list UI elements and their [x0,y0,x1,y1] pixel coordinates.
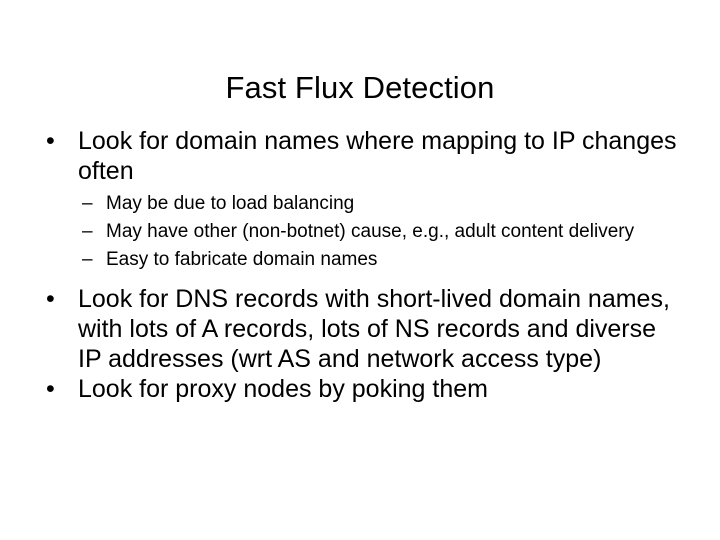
bullet-marker-icon: • [46,375,55,403]
sub-bullet-text: Easy to fabricate domain names [106,249,378,270]
sub-bullet-marker-icon: – [82,221,93,242]
bullet-text: Look for proxy nodes by poking them [78,375,488,403]
slide-body: • Look for domain names where mapping to… [42,126,682,404]
sub-bullet-text: May have other (non-botnet) cause, e.g.,… [106,221,635,242]
slide-title: Fast Flux Detection [225,69,495,105]
bullet-text: Look for DNS records with short-lived do… [78,285,670,373]
sub-bullet-item: – May be due to load balancing [42,190,666,218]
sub-bullet-marker-icon: – [82,249,93,270]
sub-bullet-marker-icon: – [82,193,93,214]
bullet-item: • Look for DNS records with short-lived … [42,284,682,374]
sub-bullet-text: May be due to load balancing [106,193,355,214]
sub-bullet-list: – May be due to load balancing – May hav… [42,190,682,274]
bullet-text: Look for domain names where mapping to I… [78,127,677,185]
sub-bullet-item: – May have other (non-botnet) cause, e.g… [42,218,666,246]
bullet-item: • Look for proxy nodes by poking them [42,374,682,404]
bullet-marker-icon: • [46,127,55,155]
bullet-item: • Look for domain names where mapping to… [42,126,682,186]
bullet-marker-icon: • [46,285,55,313]
sub-bullet-item: – Easy to fabricate domain names [42,246,666,274]
